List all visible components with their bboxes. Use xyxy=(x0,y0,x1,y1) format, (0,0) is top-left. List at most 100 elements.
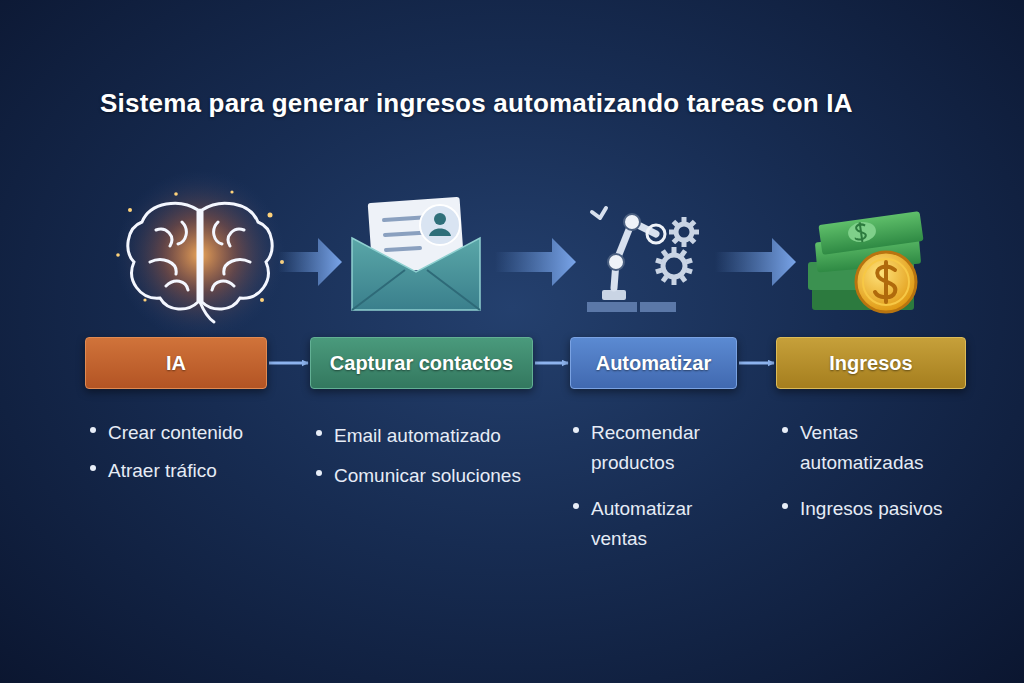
brain-icon-part-part xyxy=(199,210,202,302)
bullet-text: Recomendar productos xyxy=(591,418,733,479)
gear-tooth xyxy=(682,217,687,223)
gear-tooth xyxy=(686,268,693,275)
money-icon-part xyxy=(854,222,868,243)
box-heading: Capturar contactos xyxy=(330,352,513,375)
robot-arm-icon xyxy=(587,208,699,312)
box-heading: Ingresos xyxy=(829,352,912,375)
gear-tooth xyxy=(655,268,662,275)
bullet-text: Atraer tráfico xyxy=(108,456,217,486)
robot-arm-icon-part xyxy=(587,302,637,312)
money-icon-part xyxy=(818,211,923,255)
robot-arm-icon-part xyxy=(592,208,606,218)
money-icon-part xyxy=(856,252,916,312)
gear-tooth xyxy=(655,258,662,265)
gear-tooth xyxy=(669,230,675,235)
email-icon-part-part xyxy=(386,248,420,250)
email-icon-part xyxy=(352,238,480,310)
money-icon-part xyxy=(875,262,895,302)
box-heading: Automatizar xyxy=(596,352,712,375)
gear-tooth xyxy=(672,247,677,253)
gear-tooth xyxy=(661,275,669,283)
gear-tooth xyxy=(689,237,697,245)
gear-tooth xyxy=(672,220,680,228)
brain-icon-part-part xyxy=(128,203,198,309)
brain-icon-part xyxy=(115,170,285,340)
bullet-dot xyxy=(782,427,788,433)
bullet-item: Recomendar productos xyxy=(573,418,733,479)
brain-icon-part xyxy=(128,203,272,322)
gear-tooth xyxy=(686,258,693,265)
gear-tooth xyxy=(672,279,677,285)
brain-icon-part-part xyxy=(212,222,250,290)
robot-arm-icon-part xyxy=(655,217,699,285)
flow-connector xyxy=(269,362,308,365)
robot-arm-icon-part xyxy=(624,214,640,230)
process-box: Automatizar xyxy=(570,337,737,389)
brain-icon-part-part xyxy=(174,192,178,196)
brain-icon-part-part xyxy=(128,208,132,212)
diagram-title: Sistema para generar ingresos automatiza… xyxy=(100,88,853,119)
money-icon-part xyxy=(847,220,878,244)
flow-connector xyxy=(739,362,774,365)
flow-arrows-part xyxy=(715,238,796,286)
brain-icon-part-part xyxy=(260,298,264,302)
brain-icon-part-part xyxy=(202,203,272,309)
gear-tooth xyxy=(661,249,669,257)
email-icon-part xyxy=(434,213,446,225)
process-box: Capturar contactos xyxy=(310,337,533,389)
bullet-item: Ventas automatizadas xyxy=(782,418,957,479)
gear-tooth xyxy=(680,275,688,283)
bullet-dot xyxy=(782,503,788,509)
bullet-item: Atraer tráfico xyxy=(90,456,290,486)
box-heading: IA xyxy=(166,352,186,375)
email-icon-part xyxy=(420,205,460,245)
bullet-dot xyxy=(316,430,322,436)
brain-icon-part xyxy=(116,190,284,302)
robot-arm-icon-part-part xyxy=(663,255,685,277)
bullet-text: Comunicar soluciones xyxy=(334,461,521,491)
robot-arm-icon-part xyxy=(640,302,676,312)
bullet-item: Crear contenido xyxy=(90,418,290,448)
bullet-text: Automatizar ventas xyxy=(591,494,733,555)
money-icon xyxy=(808,211,924,312)
bullet-text: Email automatizado xyxy=(334,421,501,451)
money-icon-part xyxy=(863,259,909,305)
gear-tooth xyxy=(693,230,699,235)
bullet-item: Ingresos pasivos xyxy=(782,494,957,524)
robot-arm-icon-part xyxy=(663,224,692,277)
flow-arrows-part xyxy=(278,238,342,286)
bullet-item: Email automatizado xyxy=(316,421,556,451)
bullet-dot xyxy=(573,427,579,433)
email-icon xyxy=(352,197,480,310)
bullet-text: Ventas automatizadas xyxy=(800,418,957,479)
bullet-dot xyxy=(573,503,579,509)
bullet-dot xyxy=(90,465,96,471)
email-icon-part xyxy=(429,229,451,237)
robot-arm-icon-part-part xyxy=(676,224,692,240)
bullet-dot xyxy=(316,470,322,476)
brain-icon xyxy=(115,170,285,340)
gear-tooth xyxy=(672,237,680,245)
process-box: Ingresos xyxy=(776,337,966,389)
gear-tooth xyxy=(682,241,687,247)
process-box: IA xyxy=(85,337,267,389)
brain-icon-part-part xyxy=(268,213,273,218)
email-icon-part xyxy=(352,270,480,310)
brain-icon-part-part xyxy=(230,190,233,193)
bullet-dot xyxy=(90,427,96,433)
brain-icon-part-part xyxy=(116,253,120,257)
flow-connector xyxy=(535,362,568,365)
flow-arrows-part xyxy=(495,238,576,286)
brain-icon-part-part xyxy=(200,302,214,322)
bullet-text: Crear contenido xyxy=(108,418,243,448)
bullet-item: Comunicar soluciones xyxy=(316,461,556,491)
robot-arm-icon-part xyxy=(647,225,665,243)
bullet-item: Automatizar ventas xyxy=(573,494,733,555)
brain-icon-part-part xyxy=(143,298,146,301)
brain-icon-part-part xyxy=(150,222,188,290)
robot-arm-icon-part xyxy=(608,254,624,270)
gear-tooth xyxy=(680,249,688,257)
bullet-text: Ingresos pasivos xyxy=(800,494,943,524)
gear-tooth xyxy=(689,220,697,228)
